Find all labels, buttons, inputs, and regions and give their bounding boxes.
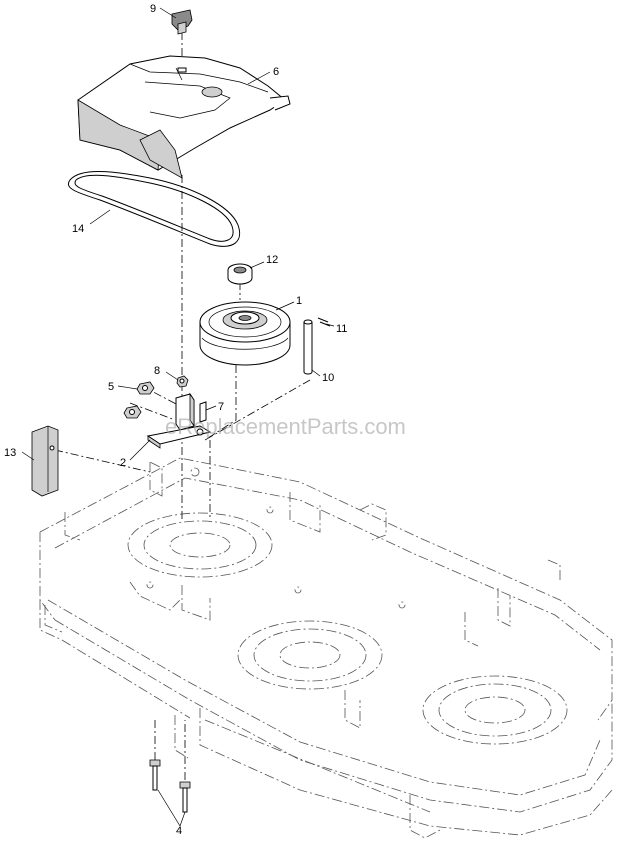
part-2-idler-arm [146, 425, 212, 449]
callout-9: 9 [150, 3, 156, 15]
part-10-pin [303, 319, 313, 375]
callout-12: 12 [266, 254, 278, 266]
callout-2: 2 [120, 457, 126, 469]
callouts: 9 6 14 12 1 11 10 8 5 7 13 2 4 [4, 3, 347, 837]
part-12-cap [227, 263, 253, 285]
watermark-text: eReplacementParts.com [165, 414, 406, 439]
callout-1: 1 [296, 295, 302, 307]
callout-10: 10 [322, 372, 334, 384]
mower-deck [39, 457, 613, 839]
part-13-guard [31, 425, 59, 497]
callout-13: 13 [4, 447, 16, 459]
part-4-bolts [149, 759, 191, 813]
part-6-belt-cover [77, 55, 291, 179]
callout-6: 6 [273, 66, 279, 78]
callout-4: 4 [176, 825, 182, 837]
part-5-nuts [123, 381, 155, 419]
part-11-clip [317, 317, 331, 327]
part-1-pulley [199, 301, 291, 366]
part-8-nut [176, 375, 189, 388]
leader-lines [21, 7, 335, 827]
callout-8: 8 [154, 365, 160, 377]
part-7-bracket [175, 392, 207, 431]
callout-11: 11 [336, 323, 347, 335]
callout-7: 7 [218, 401, 224, 413]
part-14-belt [68, 171, 241, 247]
part-9-knob [171, 9, 193, 35]
callout-5: 5 [108, 381, 114, 393]
callout-14: 14 [72, 223, 84, 235]
